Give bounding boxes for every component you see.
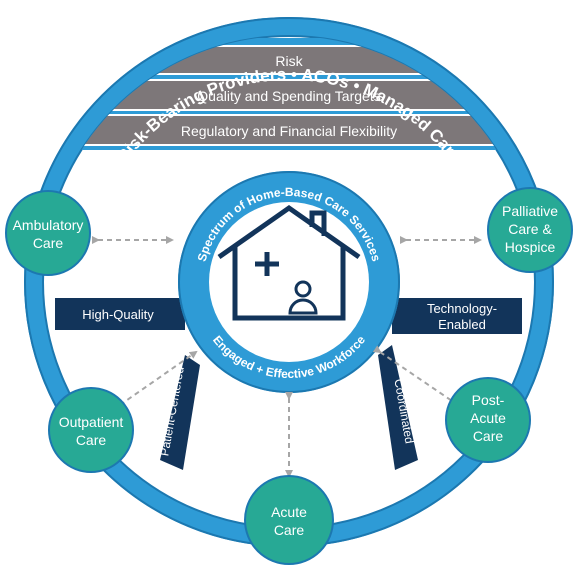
- band-regulatory: [43, 114, 535, 146]
- node-outpatient-label-2: Care: [76, 432, 107, 448]
- node-post-acute-label-2: Acute: [470, 410, 506, 426]
- arrow-post-acute: [372, 345, 460, 407]
- node-acute: Acute Care: [244, 475, 334, 565]
- node-palliative-label-3: Hospice: [505, 239, 556, 255]
- node-ambulatory-label-2: Care: [33, 235, 64, 251]
- node-post-acute: Post- Acute Care: [445, 377, 531, 463]
- node-outpatient: Outpatient Care: [48, 387, 134, 473]
- node-palliative-label-2: Care &: [508, 221, 552, 237]
- node-palliative-label-1: Palliative: [502, 203, 558, 219]
- band-quality-label: Quality and Spending Targets: [197, 88, 380, 104]
- spoke-technology-label-2: Enabled: [438, 317, 486, 332]
- node-post-acute-label-1: Post-: [472, 392, 505, 408]
- house-walls: [232, 247, 346, 321]
- house-icon: [217, 204, 361, 321]
- arrow-outpatient: [112, 350, 198, 412]
- band-regulatory-label: Regulatory and Financial Flexibility: [181, 123, 397, 139]
- spoke-technology-label-1: Technology-: [427, 301, 497, 316]
- node-post-acute-label-3: Care: [473, 428, 504, 444]
- house-chimney: [309, 210, 327, 236]
- node-ambulatory: Ambulatory Care: [5, 190, 91, 276]
- outer-text-separator-1: •: [291, 65, 302, 84]
- spoke-technology-enabled: [392, 298, 522, 334]
- node-acute-label-2: Care: [274, 522, 305, 538]
- node-ambulatory-label-1: Ambulatory: [13, 217, 84, 233]
- person-body: [288, 298, 318, 315]
- person-head: [294, 280, 312, 298]
- node-acute-label-1: Acute: [271, 504, 307, 520]
- band-risk-label: Risk: [275, 53, 303, 69]
- spoke-high-quality-label: High-Quality: [82, 307, 154, 322]
- connector-arrows: [92, 236, 482, 478]
- node-outpatient-label-1: Outpatient: [59, 414, 124, 430]
- node-palliative: Palliative Care & Hospice: [487, 187, 573, 273]
- inner-core: [209, 202, 369, 362]
- house-roof: [217, 204, 361, 260]
- spoke-high-quality: [55, 298, 185, 330]
